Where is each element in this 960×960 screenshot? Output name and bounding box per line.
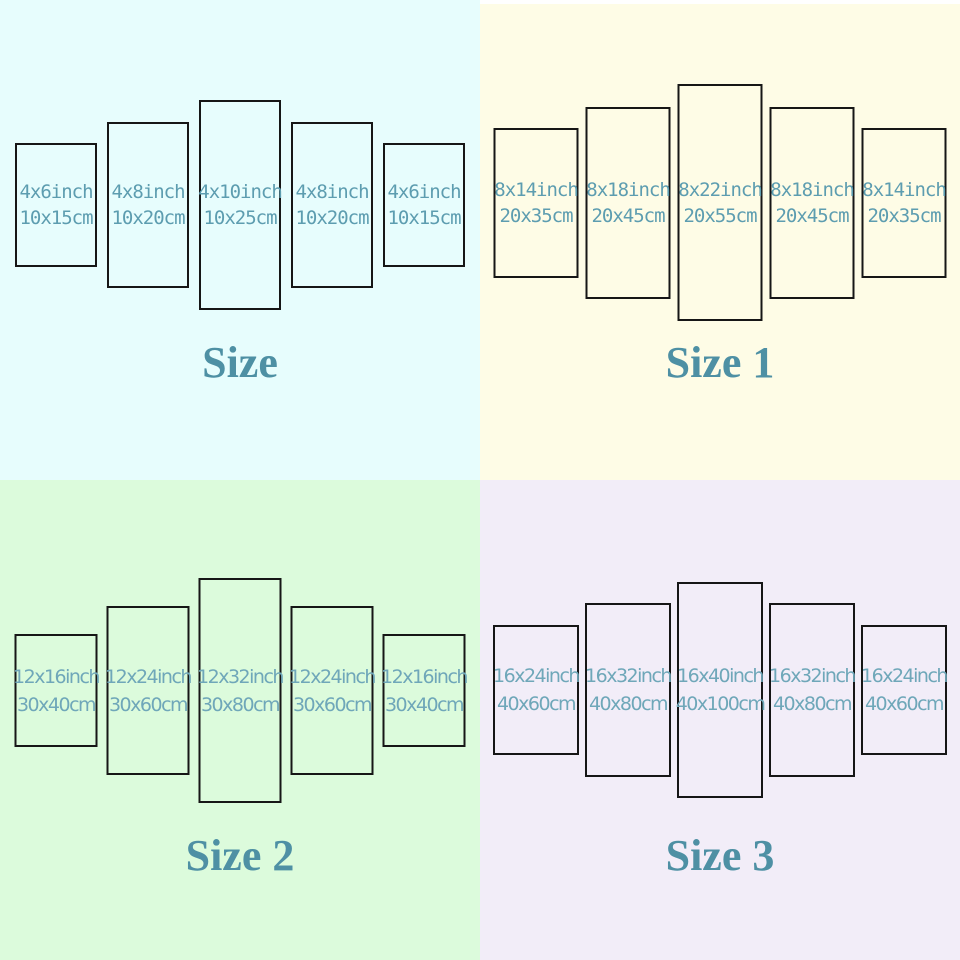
- canvas-panel: 4x10inch 10x25cm: [198, 100, 283, 310]
- panel-size-cm: 30x60cm: [108, 693, 189, 716]
- panel-dimensions: 16x32inch 40x80cm: [585, 662, 672, 718]
- quadrant-title: Size: [202, 338, 278, 387]
- panel-size-inches: 4x8inch: [295, 181, 369, 203]
- canvas-panel: 12x32inch 30x80cm: [197, 578, 284, 803]
- panel-size-cm: 10x15cm: [387, 207, 461, 229]
- panel-size-inches: 8x14inch: [862, 178, 947, 201]
- panel-dimensions: 8x14inch 20x35cm: [862, 177, 947, 229]
- panel-size-cm: 30x60cm: [292, 693, 373, 716]
- panel-size-inches: 8x18inch: [586, 178, 671, 201]
- panel-size-inches: 12x16inch: [13, 665, 100, 688]
- panel-size-cm: 10x20cm: [111, 207, 185, 229]
- panel-dimensions: 16x24inch 40x60cm: [493, 662, 580, 718]
- canvas-panel: 4x6inch 10x15cm: [15, 143, 97, 267]
- panel-dimensions: 16x40inch 40x100cm: [675, 662, 766, 718]
- panel-dimensions: 8x14inch 20x35cm: [494, 177, 579, 229]
- panel-size-cm: 40x100cm: [675, 693, 766, 715]
- panel-size-cm: 40x60cm: [864, 693, 945, 715]
- panel-row: 4x6inch 10x15cm 4x8inch 10x20cm 4x10inch…: [15, 100, 465, 310]
- panel-row: 16x24inch 40x60cm 16x32inch 40x80cm 16x4…: [493, 582, 948, 798]
- canvas-panel: 8x14inch 20x35cm: [493, 127, 579, 278]
- canvas-panel: 12x16inch 30x40cm: [381, 634, 468, 747]
- panel-dimensions: 16x32inch 40x80cm: [769, 662, 856, 718]
- canvas-panel: 12x24inch 30x60cm: [105, 606, 192, 775]
- panel-dimensions: 8x18inch 20x45cm: [586, 177, 671, 229]
- canvas-panel: 8x18inch 20x45cm: [585, 106, 671, 299]
- panel-dimensions: 12x24inch 30x60cm: [105, 663, 192, 719]
- panel-dimensions: 8x18inch 20x45cm: [770, 177, 855, 229]
- panel-size-inches: 16x24inch: [493, 665, 580, 687]
- panel-size-cm: 20x35cm: [499, 204, 573, 227]
- quadrant-title: Size 3: [665, 831, 775, 880]
- panel-size-inches: 12x24inch: [289, 665, 376, 688]
- panel-size-inches: 16x24inch: [861, 665, 948, 687]
- canvas-panel: 12x16inch 30x40cm: [13, 634, 100, 747]
- quadrant-size-1: 8x14inch 20x35cm 8x18inch 20x45cm 8x22in…: [480, 0, 960, 480]
- panel-size-inches: 12x16inch: [381, 665, 468, 688]
- panel-size-cm: 20x45cm: [591, 204, 665, 227]
- panel-size-inches: 12x32inch: [197, 665, 284, 688]
- panel-size-inches: 12x24inch: [105, 665, 192, 688]
- panel-size-inches: 4x8inch: [111, 181, 185, 203]
- canvas-panel: 16x32inch 40x80cm: [769, 603, 856, 777]
- panel-size-cm: 20x35cm: [867, 204, 941, 227]
- panel-size-cm: 40x80cm: [588, 693, 669, 715]
- panel-size-cm: 10x25cm: [203, 207, 277, 229]
- quadrant-size-2: 12x16inch 30x40cm 12x24inch 30x60cm 12x3…: [0, 480, 480, 960]
- panel-dimensions: 4x8inch 10x20cm: [111, 179, 185, 231]
- canvas-panel: 16x24inch 40x60cm: [493, 625, 580, 755]
- canvas-panel: 12x24inch 30x60cm: [289, 606, 376, 775]
- canvas-panel: 8x18inch 20x45cm: [769, 106, 855, 299]
- panel-size-inches: 8x14inch: [494, 178, 579, 201]
- panel-size-cm: 10x15cm: [19, 207, 93, 229]
- panel-size-inches: 16x40inch: [677, 665, 764, 687]
- panel-row: 12x16inch 30x40cm 12x24inch 30x60cm 12x3…: [13, 578, 468, 803]
- canvas-panel: 8x14inch 20x35cm: [861, 127, 947, 278]
- panel-size-inches: 16x32inch: [585, 665, 672, 687]
- panel-size-inches: 16x32inch: [769, 665, 856, 687]
- panel-dimensions: 12x16inch 30x40cm: [381, 663, 468, 719]
- panel-size-cm: 30x80cm: [200, 693, 281, 716]
- quadrant-size: 4x6inch 10x15cm 4x8inch 10x20cm 4x10inch…: [0, 0, 480, 480]
- panel-dimensions: 12x24inch 30x60cm: [289, 663, 376, 719]
- panel-dimensions: 12x16inch 30x40cm: [13, 663, 100, 719]
- panel-size-inches: 4x6inch: [19, 181, 93, 203]
- quadrant-size-3: 16x24inch 40x60cm 16x32inch 40x80cm 16x4…: [480, 480, 960, 960]
- panel-size-cm: 40x60cm: [496, 693, 577, 715]
- panel-size-cm: 40x80cm: [772, 693, 853, 715]
- panel-size-cm: 10x20cm: [295, 207, 369, 229]
- panel-dimensions: 4x8inch 10x20cm: [295, 179, 369, 231]
- panel-dimensions: 4x6inch 10x15cm: [19, 179, 93, 231]
- canvas-panel: 16x40inch 40x100cm: [675, 582, 766, 798]
- panel-dimensions: 16x24inch 40x60cm: [861, 662, 948, 718]
- panel-size-cm: 20x55cm: [683, 204, 757, 227]
- canvas-panel: 4x8inch 10x20cm: [291, 122, 373, 288]
- canvas-panel: 4x6inch 10x15cm: [383, 143, 465, 267]
- canvas-panel: 4x8inch 10x20cm: [107, 122, 189, 288]
- panel-dimensions: 4x10inch 10x25cm: [198, 179, 283, 231]
- panel-dimensions: 8x22inch 20x55cm: [678, 177, 763, 229]
- panel-size-cm: 30x40cm: [384, 693, 465, 716]
- canvas-panel: 16x24inch 40x60cm: [861, 625, 948, 755]
- quadrant-title: Size 1: [665, 338, 775, 387]
- panel-dimensions: 4x6inch 10x15cm: [387, 179, 461, 231]
- panel-size-inches: 8x22inch: [678, 178, 763, 201]
- panel-size-inches: 4x6inch: [387, 181, 461, 203]
- panel-size-cm: 20x45cm: [775, 204, 849, 227]
- panel-size-inches: 4x10inch: [198, 181, 283, 203]
- canvas-panel: 16x32inch 40x80cm: [585, 603, 672, 777]
- quadrant-title: Size 2: [185, 831, 295, 880]
- panel-dimensions: 12x32inch 30x80cm: [197, 663, 284, 719]
- panel-size-inches: 8x18inch: [770, 178, 855, 201]
- panel-row: 8x14inch 20x35cm 8x18inch 20x45cm 8x22in…: [493, 84, 947, 321]
- panel-size-cm: 30x40cm: [16, 693, 97, 716]
- canvas-panel: 8x22inch 20x55cm: [677, 84, 763, 321]
